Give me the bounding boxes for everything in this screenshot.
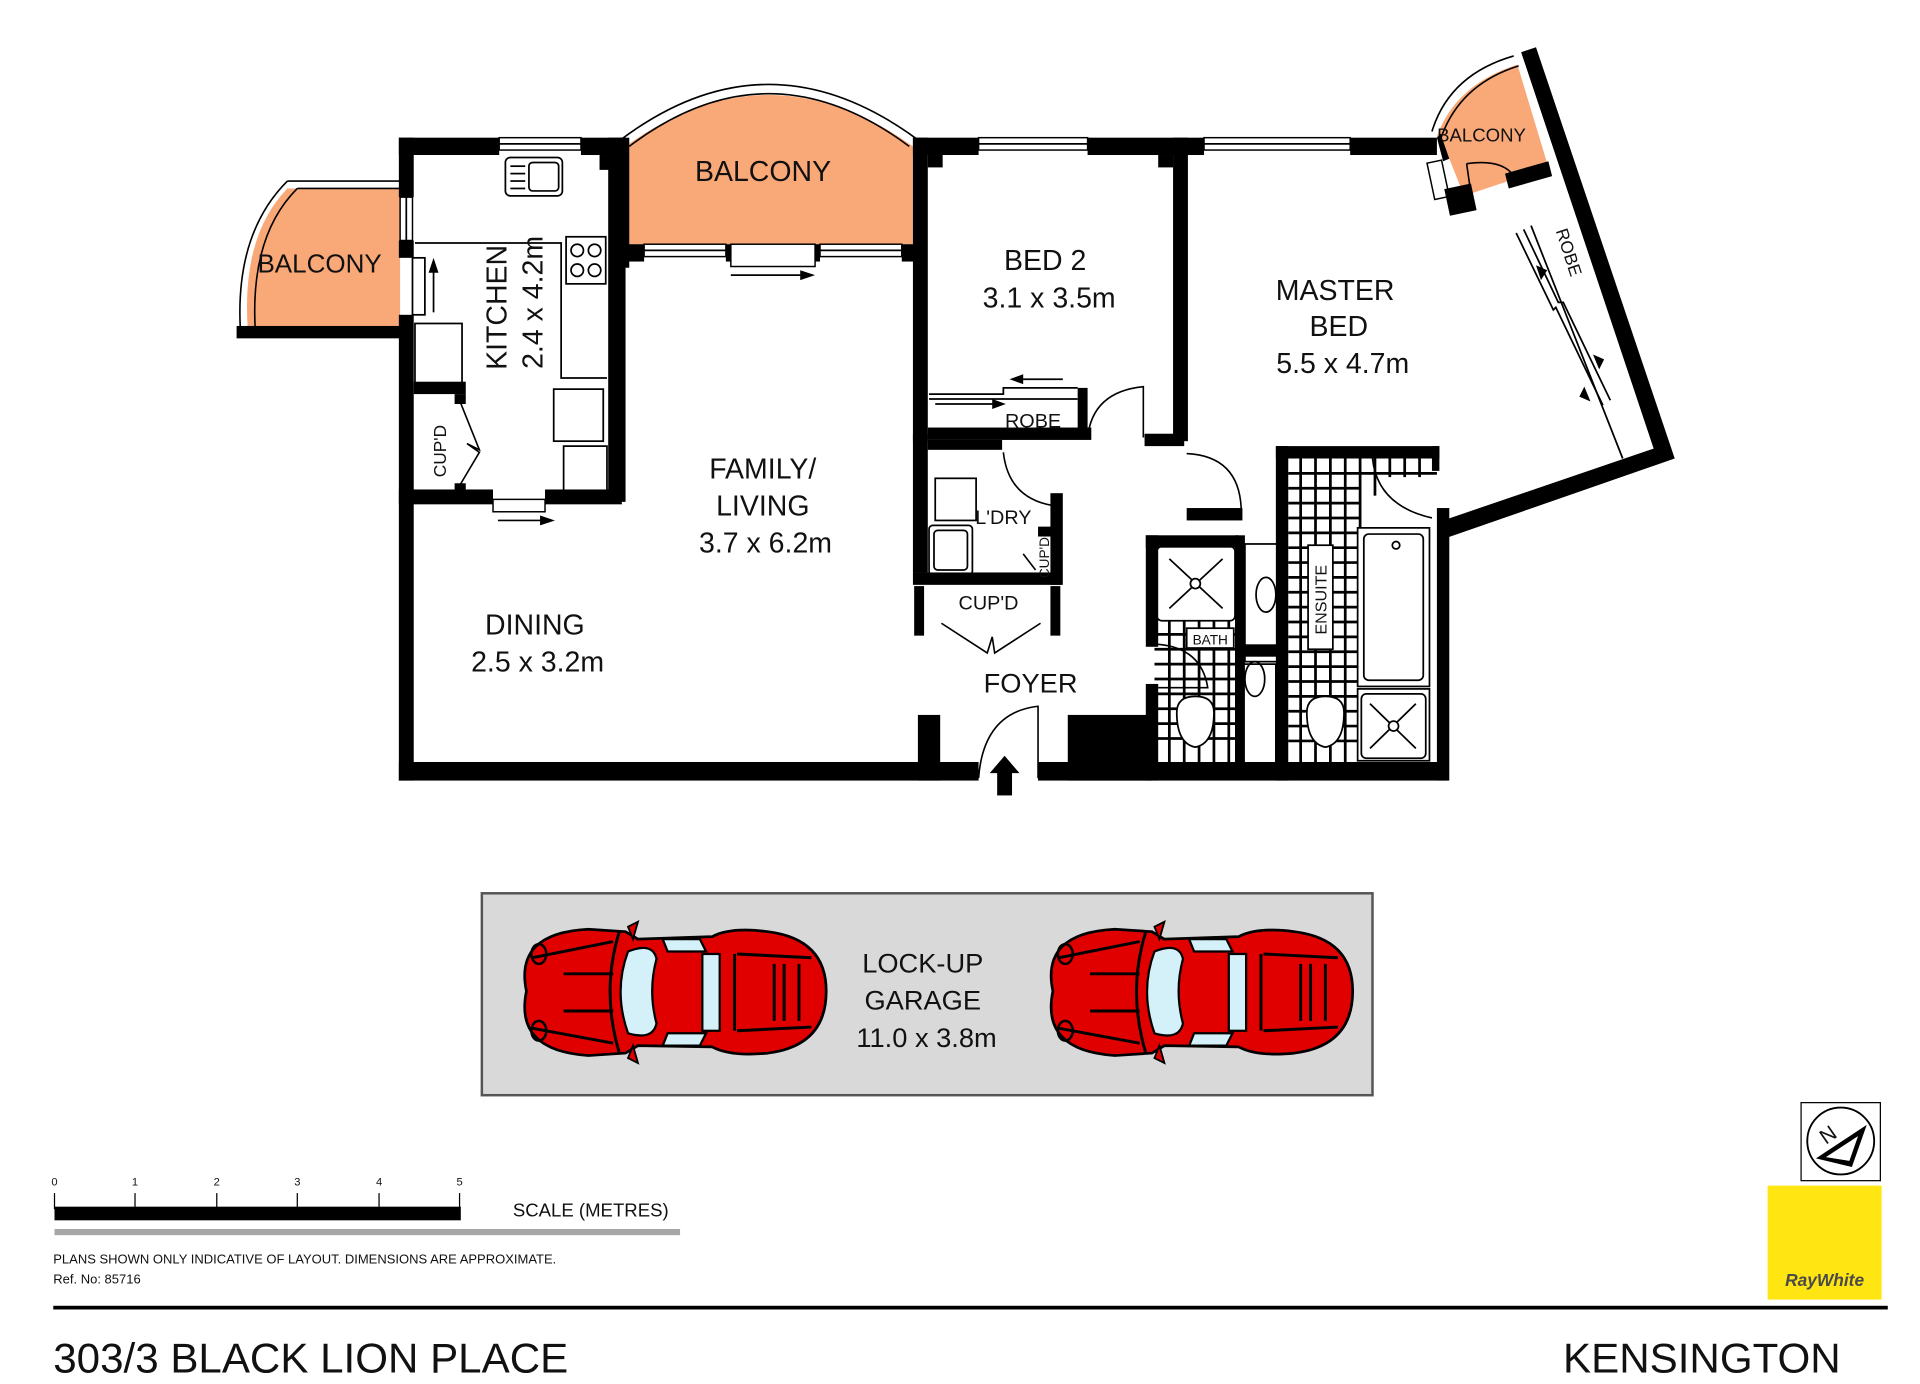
car-icon — [1049, 920, 1355, 1065]
kitchen-label: KITCHEN — [482, 245, 514, 370]
family-living-label: FAMILY/ LIVING 3.7 x 6.2m — [699, 453, 832, 559]
kitchen-cupboard-label: CUP'D — [430, 425, 450, 477]
cooktop-icon — [565, 235, 607, 285]
disclaimer: PLANS SHOWN ONLY INDICATIVE OF LAYOUT. D… — [53, 1252, 556, 1287]
ensuite-label: ENSUITE — [1313, 565, 1331, 635]
bathtub-icon — [1356, 527, 1431, 688]
windows — [399, 136, 1451, 513]
footer-divider — [53, 1305, 1888, 1310]
scale-tick-5: 5 — [456, 1177, 462, 1189]
balcony-master: BALCONY — [1431, 55, 1549, 199]
car-icon — [523, 920, 828, 1065]
scale-tick-1: 1 — [132, 1177, 138, 1189]
balcony-kitchen: BALCONY — [236, 180, 411, 339]
laundry-label: L'DRY — [975, 507, 1031, 529]
north-arrow-icon — [1815, 1124, 1867, 1168]
raywhite-wordmark: RayWhite — [1785, 1270, 1864, 1290]
foyer-label: FOYER — [984, 668, 1078, 699]
balcony-master-label: BALCONY — [1437, 124, 1526, 145]
north-compass: N — [1800, 1102, 1881, 1182]
walls — [398, 47, 1675, 781]
scale-label: SCALE (METRES) — [513, 1200, 669, 1221]
master-robe-label: ROBE — [1552, 226, 1586, 279]
bed2-label: BED 2 3.1 x 3.5m — [983, 245, 1116, 314]
scale-bar: 0 1 2 3 4 5 SCALE (METRES) — [51, 1177, 681, 1236]
fixtures — [414, 156, 1624, 765]
scale-tick-3: 3 — [294, 1177, 300, 1189]
laundry-cupboard-label: CUP'D — [1037, 537, 1052, 578]
property-suburb: KENSINGTON — [1563, 1335, 1841, 1382]
garage-label: LOCK-UP GARAGE 11.0 x 3.8m — [856, 948, 996, 1053]
toilet-icon — [1305, 695, 1345, 749]
kitchen-size: 2.4 x 4.2m — [518, 236, 550, 369]
balcony-living: BALCONY — [621, 83, 918, 245]
doors — [977, 385, 1433, 796]
property-address: 303/3 BLACK LION PLACE — [53, 1335, 568, 1382]
disclaimer-text: PLANS SHOWN ONLY INDICATIVE OF LAYOUT. D… — [53, 1252, 556, 1267]
balcony-living-label: BALCONY — [695, 156, 831, 188]
bath-label: BATH — [1193, 632, 1228, 647]
foyer-cupboard-label: CUP'D — [959, 593, 1019, 615]
garage: LOCK-UP GARAGE 11.0 x 3.8m — [480, 892, 1374, 1097]
scale-tick-4: 4 — [376, 1177, 382, 1189]
toilet-icon — [1175, 695, 1215, 749]
entry-arrow-icon — [989, 755, 1020, 774]
master-bed-label: MASTER BED 5.5 x 4.7m — [1276, 275, 1410, 380]
sink-icon — [504, 156, 564, 197]
laundry-tub-icon — [928, 524, 974, 576]
dining-label: DINING 2.5 x 3.2m — [471, 609, 604, 678]
scale-tick-2: 2 — [214, 1177, 220, 1189]
slide-arrows — [411, 256, 816, 526]
raywhite-logo: RayWhite — [1767, 1185, 1882, 1300]
scale-tick-0: 0 — [51, 1177, 57, 1189]
ref-number: Ref. No: 85716 — [53, 1271, 140, 1286]
balcony-kitchen-label: BALCONY — [257, 249, 381, 279]
bed2-robe-label: ROBE — [1005, 411, 1061, 433]
room-labels: KITCHEN 2.4 x 4.2m CUP'D FAMILY/ LIVING … — [430, 226, 1586, 699]
